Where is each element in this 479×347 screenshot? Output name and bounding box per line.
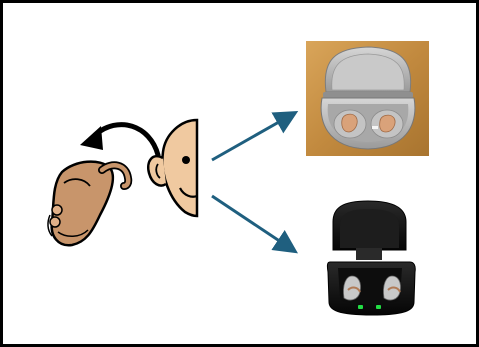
gray-storage-case-icon [306,41,429,156]
led-indicator-icon [358,305,363,309]
led-indicator-icon [376,305,381,309]
